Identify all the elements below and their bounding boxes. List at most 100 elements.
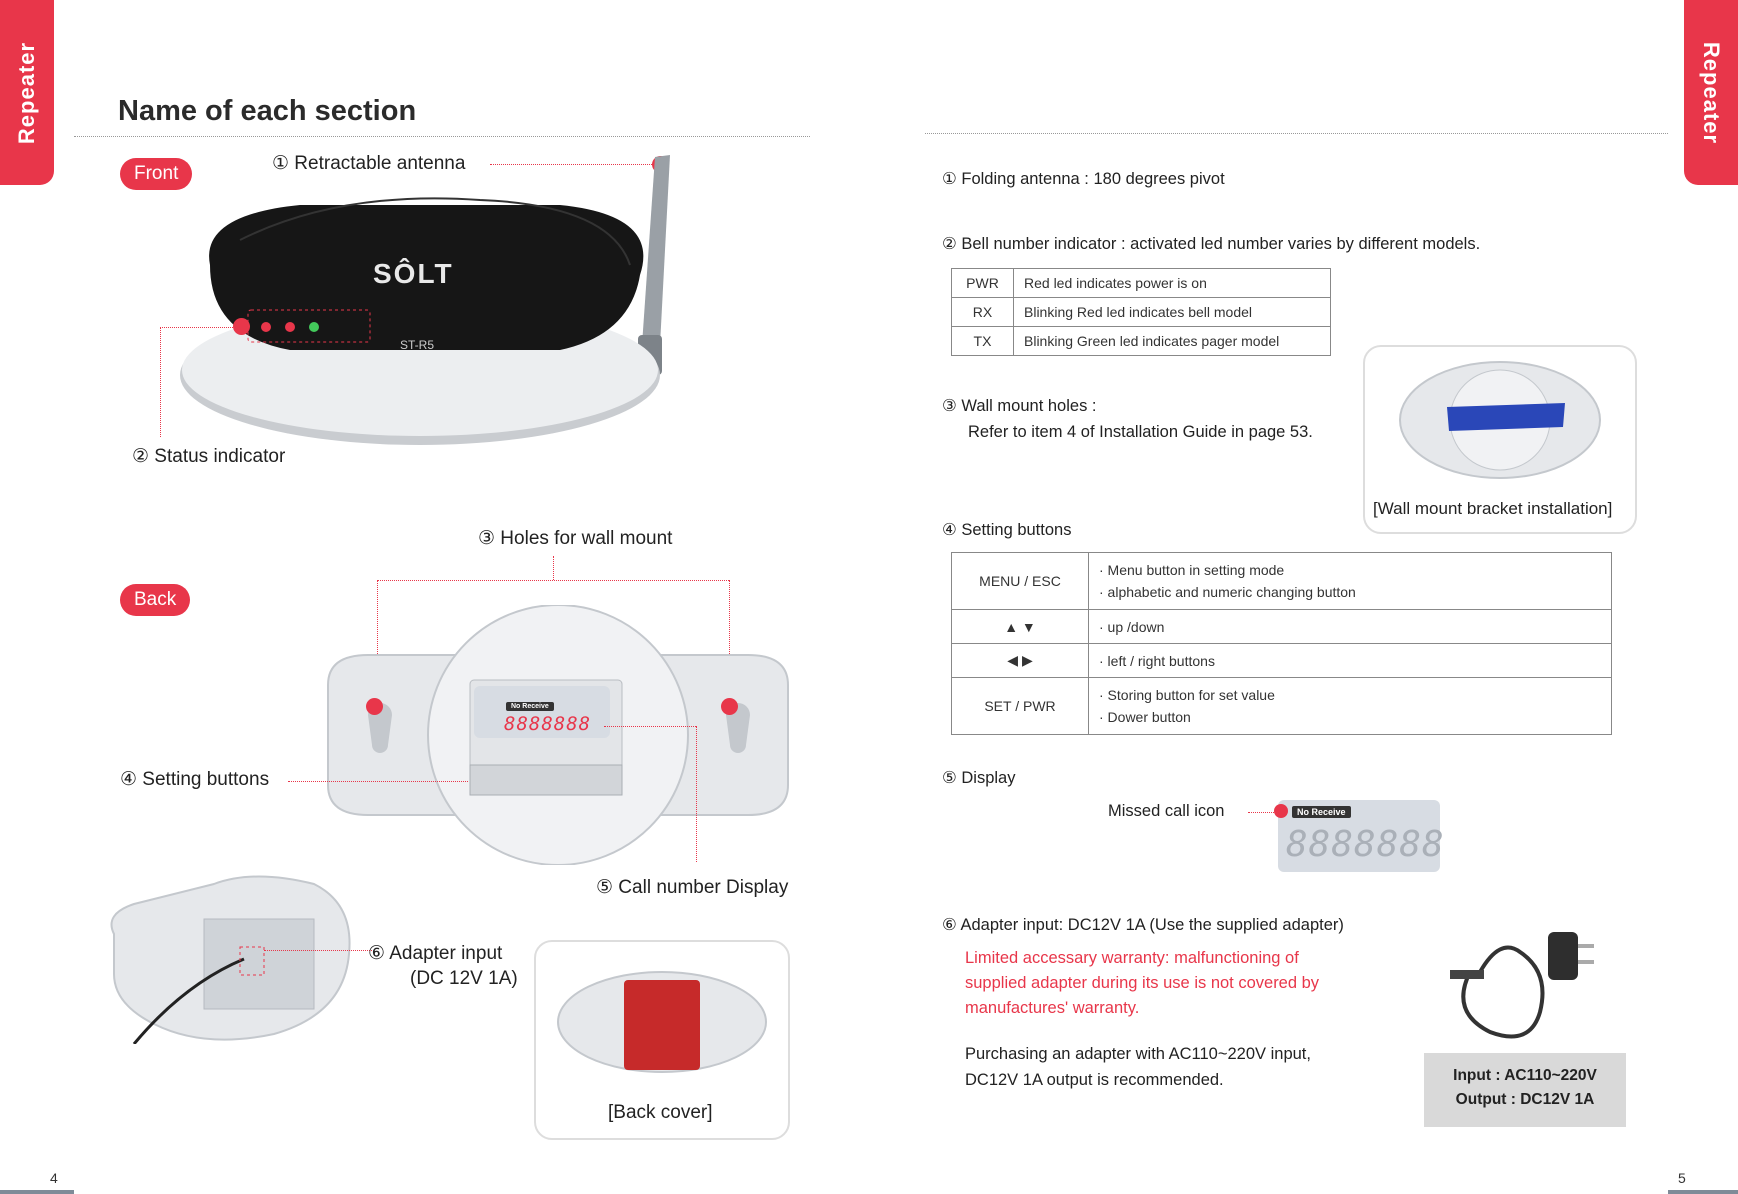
header-rule-left [74, 136, 810, 137]
button-key: SET / PWR [951, 677, 1089, 735]
label-adapter: ⑥ Adapter input [368, 943, 503, 964]
button-key: ◀ ▶ [951, 643, 1089, 678]
back-cover-card: [Back cover] [534, 940, 790, 1140]
keyhole-left [368, 703, 392, 753]
label-antenna: ① Retractable antenna [272, 153, 466, 174]
marker-missed [1274, 804, 1288, 818]
led-key: PWR [951, 268, 1014, 298]
leader-holes-h [377, 580, 729, 581]
table-row: ▲ ▼ · up /down [951, 609, 1612, 644]
footer-bar-left [0, 1190, 74, 1194]
led-tx [309, 322, 319, 332]
table-row: ◀ ▶ · left / right buttons [951, 643, 1612, 678]
lcd-digits: 8888888 [1286, 824, 1445, 865]
wall-mount-caption: [Wall mount bracket installation] [1373, 499, 1613, 518]
back-badge: Back [120, 584, 191, 616]
leader-holes-left [377, 580, 378, 704]
marker-status [233, 318, 250, 335]
label-adapter-spec: (DC 12V 1A) [410, 968, 518, 989]
adapter-plug [1548, 932, 1578, 980]
tab-label: Repeater [1699, 41, 1724, 144]
missed-call-label: Missed call icon [1108, 802, 1225, 820]
page-title: Name of each section [118, 95, 417, 127]
no-receive-badge: No Receive [1292, 806, 1351, 818]
item-3-detail: Refer to item 4 of Installation Guide in… [968, 423, 1313, 441]
table-row: MENU / ESC · Menu button in setting mode… [951, 552, 1612, 610]
item-4: ④ Setting buttons [942, 521, 1072, 539]
spec-output: Output : DC12V 1A [1455, 1091, 1595, 1108]
leader-setting [288, 781, 468, 782]
antenna-shape [642, 155, 670, 345]
page-number-left: 4 [50, 1170, 58, 1186]
led-value: Blinking Red led indicates bell model [1013, 297, 1331, 327]
wall-mount-illustration [1399, 361, 1601, 479]
adapter-cable [1461, 945, 1545, 1039]
label-status: ② Status indicator [132, 446, 286, 467]
item-2: ② Bell number indicator : activated led … [942, 235, 1481, 253]
led-key: TX [951, 326, 1014, 356]
mount-bracket [1447, 403, 1565, 431]
button-desc: · alphabetic and numeric changing button [1099, 584, 1356, 600]
front-badge: Front [120, 158, 193, 190]
led-value: Red led indicates power is on [1013, 268, 1331, 298]
buttons-table: MENU / ESC · Menu button in setting mode… [951, 552, 1612, 735]
button-desc: · Dower button [1099, 709, 1191, 725]
spec-input: Input : AC110~220V [1453, 1067, 1597, 1084]
led-rx [285, 322, 295, 332]
table-row: SET / PWR · Storing button for set value… [951, 677, 1612, 735]
item-6: ⑥ Adapter input: DC12V 1A (Use the suppl… [942, 916, 1344, 934]
button-key: MENU / ESC [951, 552, 1089, 610]
leader-adapter [264, 950, 372, 951]
keyhole-right [726, 703, 750, 753]
side-tab-left: Repeater [0, 0, 54, 185]
page-number-right: 5 [1678, 1170, 1686, 1186]
item-3: ③ Wall mount holes : [942, 397, 1097, 415]
device-model: ST-R5 [400, 338, 435, 352]
adapter-jack-box [239, 946, 265, 976]
leader-status-h [160, 327, 235, 328]
button-key: ▲ ▼ [951, 609, 1089, 644]
back-cover-caption: [Back cover] [608, 1102, 713, 1123]
cover-red [624, 980, 700, 1070]
plug-pin-2 [1578, 960, 1594, 964]
led-key: RX [951, 297, 1014, 327]
warranty-line-3: manufactures' warranty. [965, 999, 1140, 1017]
plug-pin-1 [1578, 944, 1594, 948]
power-adapter-illustration [1450, 932, 1594, 1039]
label-holes: ③ Holes for wall mount [478, 528, 673, 549]
adapter-bay [203, 918, 315, 1010]
leader-holes-right [729, 580, 730, 704]
button-strip [469, 764, 623, 796]
tab-label: Repeater [14, 41, 39, 144]
marker-hole-right [721, 698, 738, 715]
led-value: Blinking Green led indicates pager model [1013, 326, 1331, 356]
button-desc: · up /down [1088, 609, 1612, 644]
leader-display-v [696, 726, 697, 862]
adapter-cable [132, 957, 245, 1044]
item-5: ⑤ Display [942, 769, 1016, 787]
recommend-line-1: Purchasing an adapter with AC110~220V in… [965, 1045, 1311, 1063]
leader-status-v [160, 327, 161, 437]
back-lcd: No Receive 8888888 [474, 686, 610, 738]
header-rule-right [925, 133, 1668, 134]
label-display: ⑤ Call number Display [596, 877, 789, 898]
no-receive-badge: No Receive [506, 702, 554, 711]
side-tab-right: Repeater [1684, 0, 1738, 185]
adapter-detail-illustration [110, 875, 351, 1044]
label-setting: ④ Setting buttons [120, 769, 270, 790]
spec-box: Input : AC110~220V Output : DC12V 1A [1424, 1053, 1626, 1127]
device-logo: SÔLT [373, 258, 454, 289]
front-device-illustration [180, 155, 670, 445]
dc-jack [1450, 970, 1484, 979]
display-lcd: No Receive 8888888 [1274, 800, 1444, 872]
button-desc: · left / right buttons [1088, 643, 1612, 678]
back-cover-illustration [557, 971, 767, 1073]
marker-hole-left [366, 698, 383, 715]
leader-missed [1248, 812, 1276, 813]
warranty-line-2: supplied adapter during its use is not c… [965, 974, 1320, 992]
body-highlight [239, 197, 631, 266]
leader-holes-stem [553, 556, 554, 580]
